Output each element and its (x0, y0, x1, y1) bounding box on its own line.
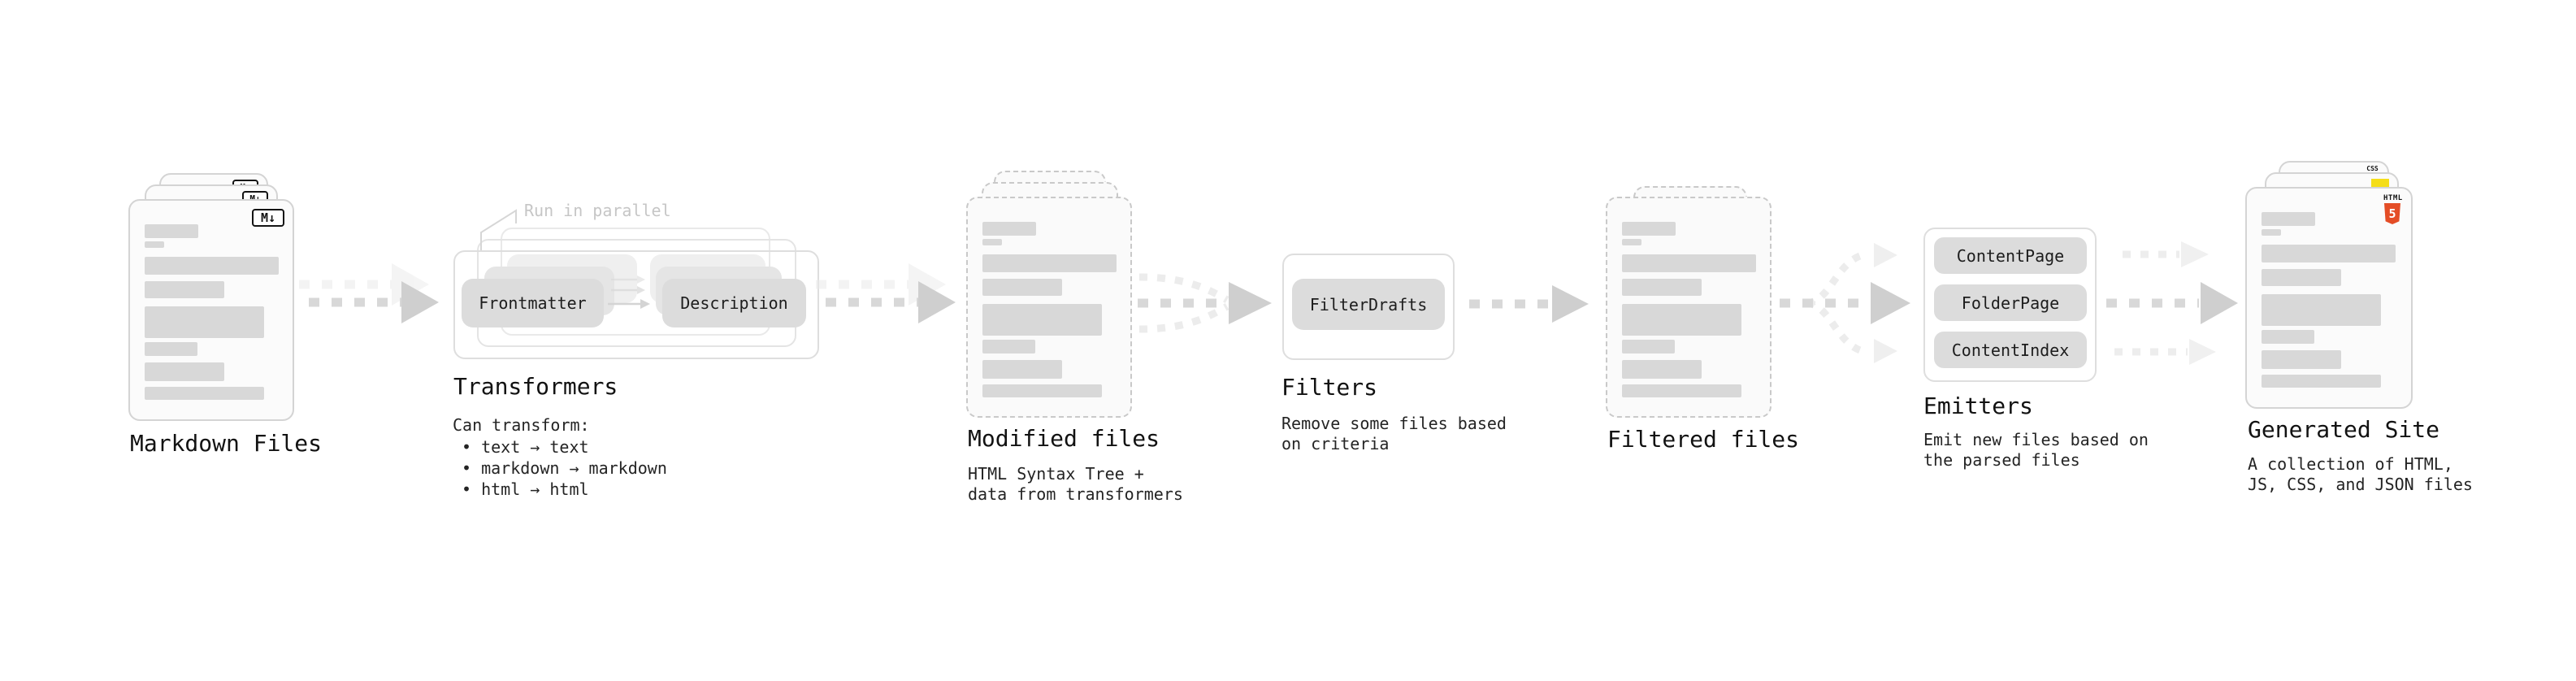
flow-arrow-markdown-to-transformers (299, 263, 439, 323)
markdown-files-label: Markdown Files (130, 430, 323, 457)
placeholder-bar (145, 306, 264, 338)
placeholder-bar (145, 257, 279, 275)
description-pill: Description (662, 279, 806, 327)
modified-files-description: data from transformers (968, 484, 1183, 504)
placeholder-bar (982, 384, 1102, 397)
emitters-description: the parsed files (1923, 450, 2080, 470)
file-card (1606, 197, 1772, 418)
html5-icon-shield: 5 (2384, 203, 2400, 224)
folderpage-pill: FolderPage (1934, 284, 2087, 321)
generated-site-label: Generated Site (2248, 416, 2440, 443)
filters-label: Filters (1281, 374, 1378, 401)
flow-arrows-emitters-to-generated (2106, 241, 2238, 365)
placeholder-bar (145, 387, 264, 400)
placeholder-bar (2262, 269, 2341, 286)
frontmatter-pill: Frontmatter (462, 279, 604, 327)
file-card (966, 197, 1132, 418)
modified-files-label: Modified files (968, 425, 1160, 452)
file-card: HTML 5 (2245, 187, 2413, 409)
transformers-bullet: • html → html (462, 479, 589, 499)
html5-icon-label: HTML (2383, 194, 2403, 202)
placeholder-bar (982, 304, 1102, 336)
placeholder-bar (1622, 360, 1702, 379)
placeholder-bar (145, 241, 164, 248)
placeholder-bar (145, 342, 197, 356)
filterdrafts-pill: FilterDrafts (1292, 279, 1445, 330)
css-icon-label: CSS (2366, 165, 2379, 172)
placeholder-bar (1622, 239, 1641, 245)
placeholder-bar (982, 279, 1062, 296)
transform-step-arrows (608, 275, 650, 309)
placeholder-bar (2262, 229, 2281, 236)
filters-description: Remove some files based (1281, 414, 1507, 433)
placeholder-bar (982, 222, 1036, 236)
placeholder-bar (145, 281, 224, 298)
transformers-bullet: • text → text (462, 437, 589, 457)
emitters-label: Emitters (1923, 393, 2033, 419)
placeholder-bar (2262, 330, 2314, 344)
placeholder-bar (982, 340, 1035, 354)
html5-icon-number: 5 (2388, 206, 2396, 221)
placeholder-bar (145, 362, 224, 381)
placeholder-bar (1622, 304, 1741, 336)
flow-arrow-filters-to-filtered (1469, 285, 1589, 323)
filters-description: on criteria (1281, 434, 1390, 453)
placeholder-bar (1622, 222, 1676, 236)
js-icon (2371, 179, 2389, 189)
contentpage-pill: ContentPage (1934, 237, 2087, 274)
transformer-container (453, 250, 819, 359)
placeholder-bar (1622, 254, 1756, 272)
generated-site-description: JS, CSS, and JSON files (2248, 475, 2473, 494)
placeholder-bar (145, 224, 198, 238)
run-in-parallel-annotation: Run in parallel (524, 201, 671, 220)
placeholder-bar (2262, 350, 2341, 369)
markdown-icon: M↓ (252, 209, 284, 227)
flow-arrow-modified-to-filters (1138, 273, 1272, 333)
emitters-description: Emit new files based on (1923, 430, 2149, 449)
placeholder-bar (2262, 245, 2396, 262)
placeholder-bar (2262, 294, 2381, 326)
placeholder-bar (982, 254, 1117, 272)
transformers-bullet: • markdown → markdown (462, 458, 667, 478)
contentindex-pill: ContentIndex (1934, 332, 2087, 368)
placeholder-bar (2262, 212, 2315, 226)
transformers-description: Can transform: (453, 415, 590, 435)
annotation-connector-line (480, 209, 517, 250)
placeholder-bar (982, 239, 1002, 245)
placeholder-bar (982, 360, 1062, 379)
flow-arrow-filtered-to-emitters (1780, 243, 1910, 363)
modified-files-description: HTML Syntax Tree + (968, 464, 1144, 484)
placeholder-bar (1622, 384, 1741, 397)
generated-site-description: A collection of HTML, (2248, 454, 2453, 474)
file-card: M↓ (128, 199, 294, 421)
placeholder-bar (1622, 279, 1702, 296)
placeholder-bar (1622, 340, 1675, 354)
flow-arrow-transformers-to-modified (816, 263, 956, 323)
transformers-label: Transformers (453, 373, 618, 400)
html5-icon: HTML 5 (2383, 194, 2403, 224)
filtered-files-label: Filtered files (1607, 426, 1800, 453)
placeholder-bar (2262, 375, 2381, 388)
